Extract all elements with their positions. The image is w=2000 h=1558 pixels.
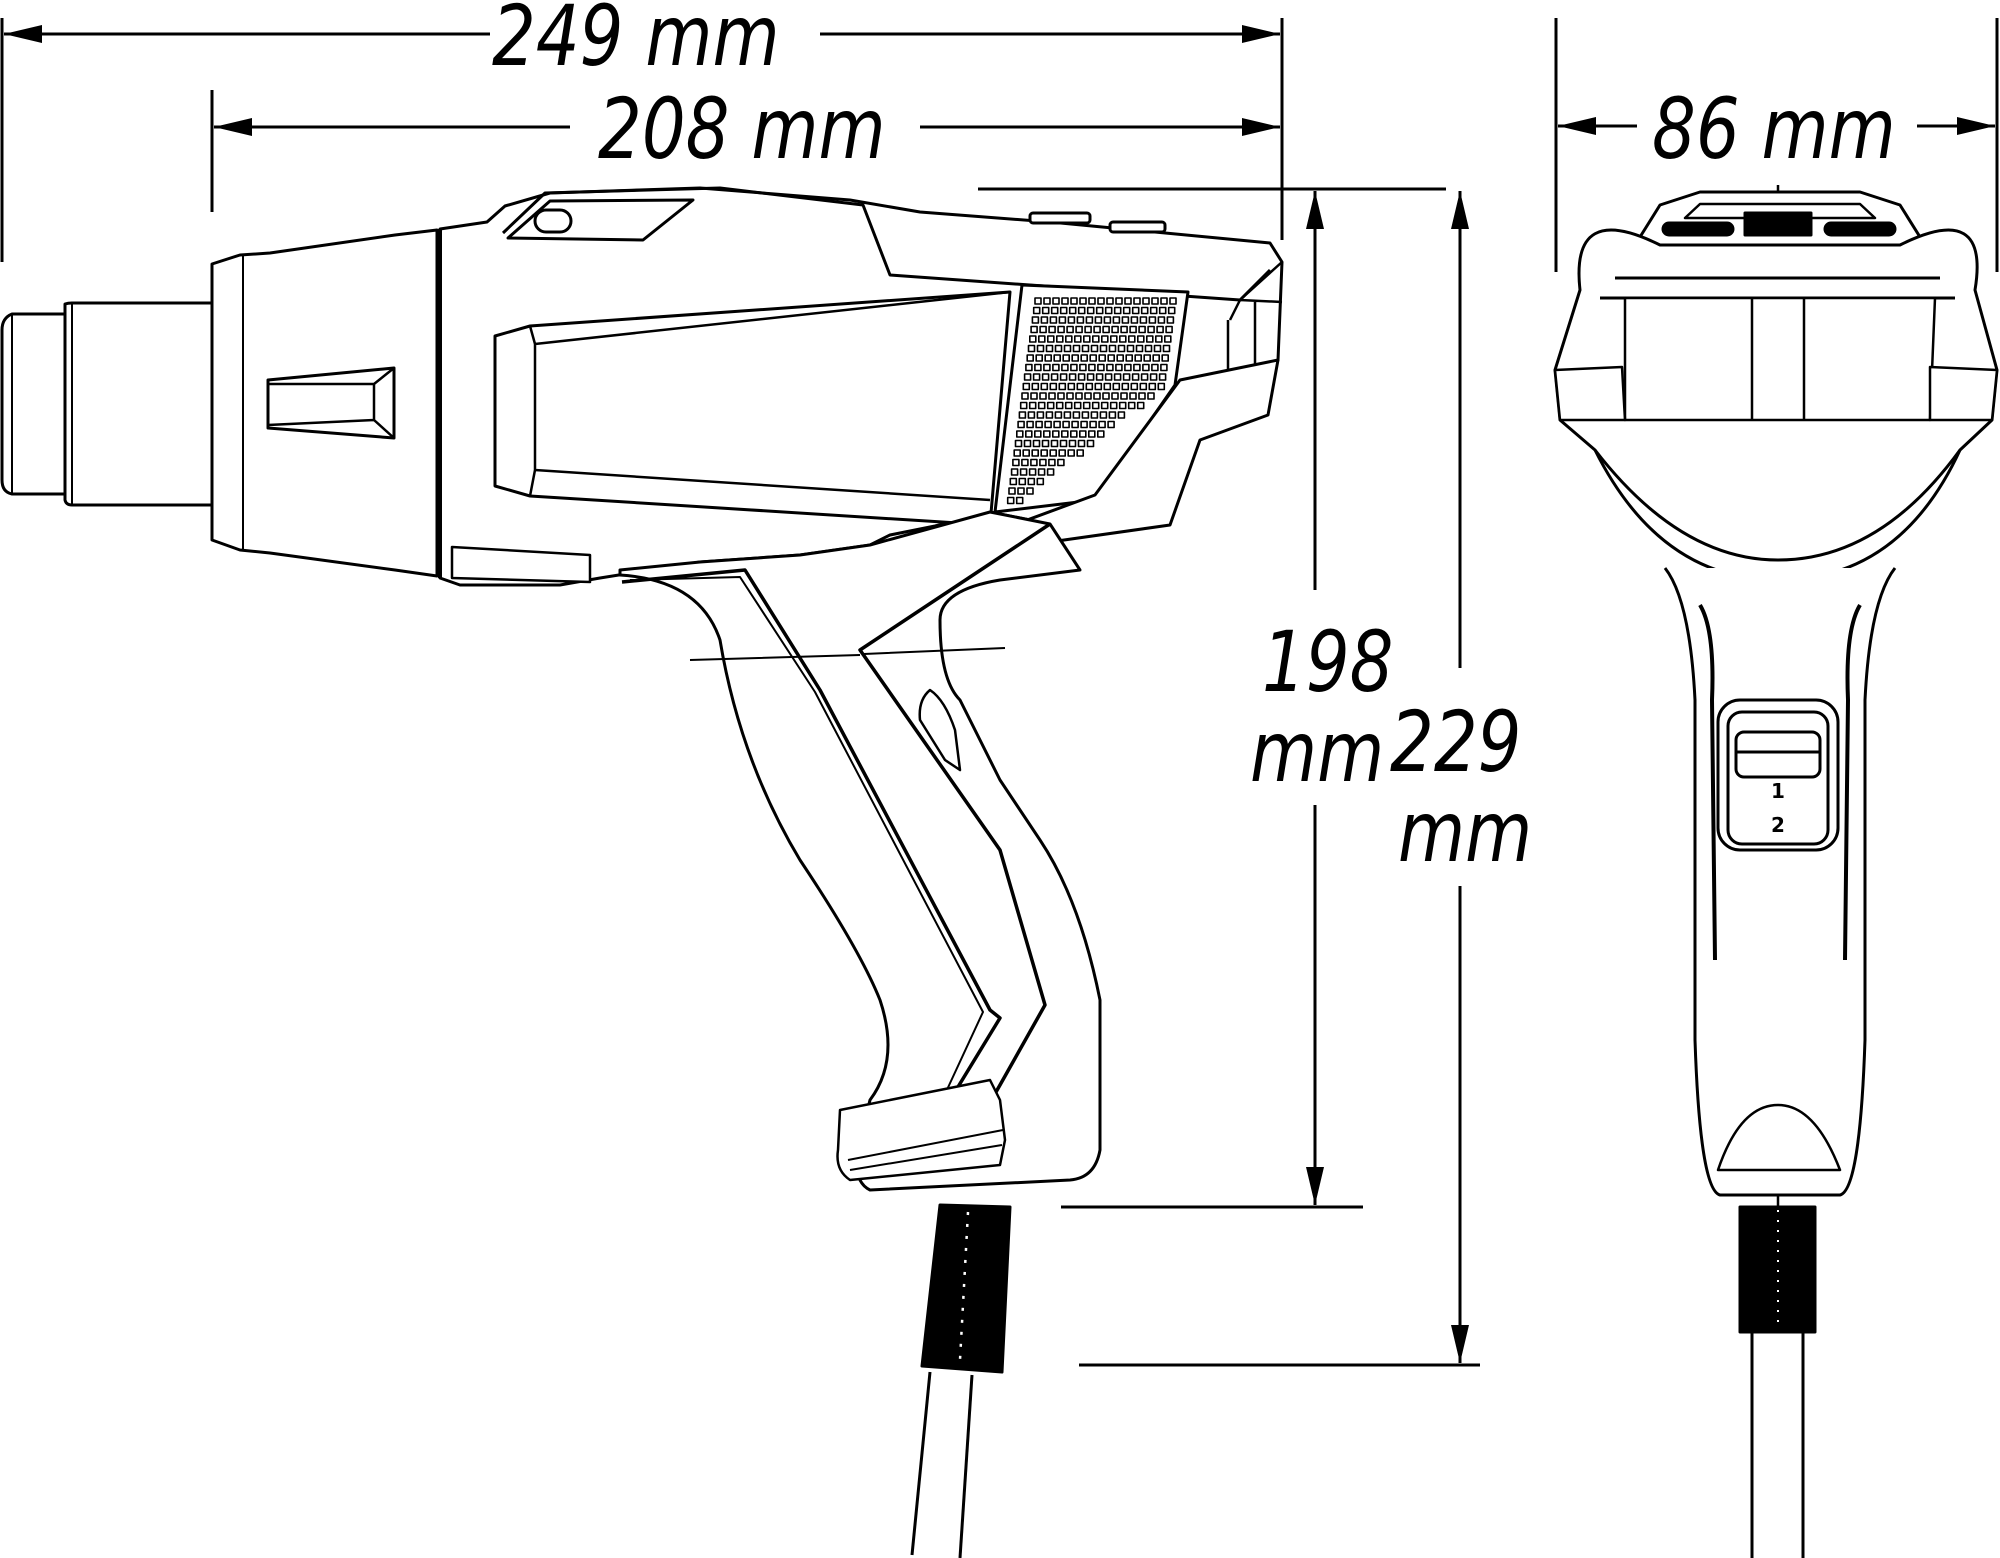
top-indicator [533, 208, 573, 234]
switch-position-1: 1 [1771, 779, 1785, 803]
dim-label-229-value: 229 [1390, 693, 1522, 791]
top-switch-1 [1028, 211, 1092, 225]
dim-label-198-unit: mm [1250, 703, 1385, 801]
nozzle [63, 301, 214, 507]
switch-position-2: 2 [1771, 813, 1785, 837]
rear-lower [998, 358, 1280, 544]
grille-holes [1006, 297, 1177, 505]
dim-label-208: 208 mm [598, 80, 886, 178]
handle [618, 510, 1102, 1192]
side-slider [918, 688, 962, 772]
front-handle [1663, 567, 1897, 1197]
front-base-arch [1716, 1103, 1842, 1172]
dimension-lines [0, 18, 1999, 1367]
dim-label-86: 86 mm [1652, 80, 1896, 178]
dim-label-198-value: 198 [1262, 613, 1394, 711]
dim-label-249: 249 mm [492, 0, 780, 78]
cable-left-edge [910, 1371, 932, 1556]
cable-right-edge [958, 1374, 974, 1558]
head-lower-arc [1593, 449, 1962, 562]
front-view [1553, 185, 1999, 1558]
side-view [0, 186, 1284, 1558]
head-window [1623, 296, 1937, 422]
switch-slider-button [1734, 730, 1822, 779]
handle-base [836, 1078, 1007, 1182]
cable-boot [920, 1203, 1012, 1374]
side-panel [493, 290, 1012, 527]
dim-label-229-unit: mm [1398, 783, 1533, 881]
front-cable-boot [1738, 1205, 1817, 1334]
top-switch-2 [1108, 220, 1167, 234]
